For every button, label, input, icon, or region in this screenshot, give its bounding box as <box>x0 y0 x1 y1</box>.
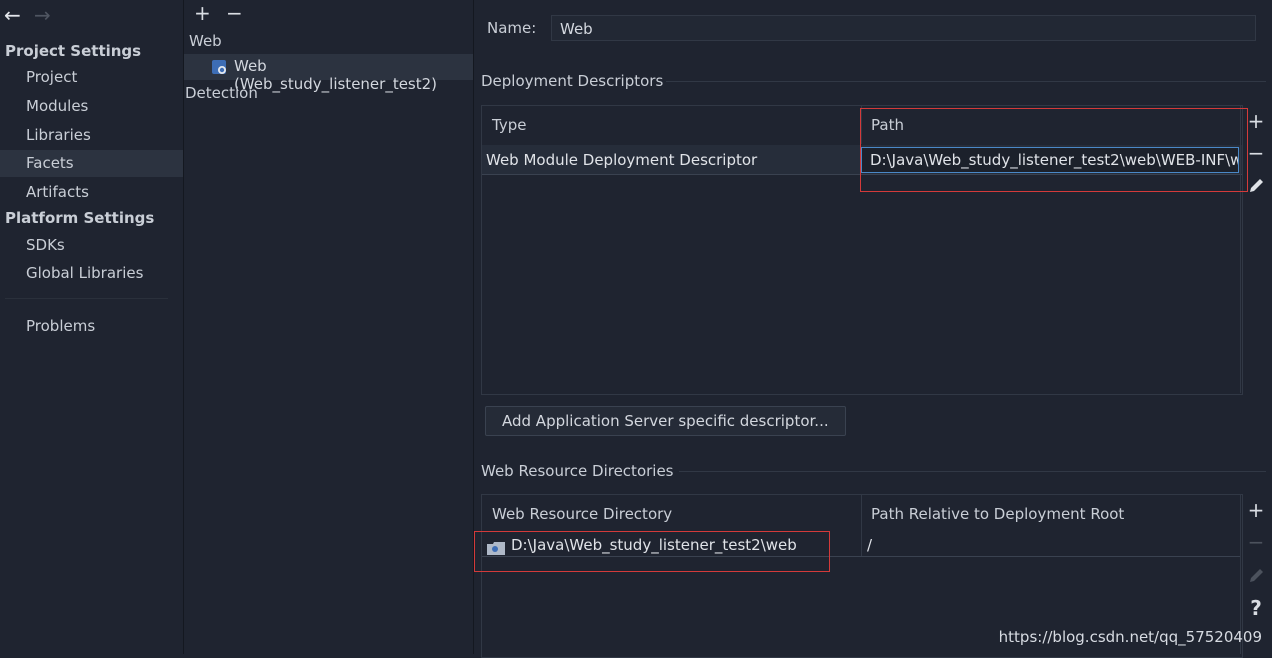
settings-sidebar: ← → Project Settings Project Modules Lib… <box>0 0 184 654</box>
add-descriptor-icon[interactable]: + <box>1247 109 1265 133</box>
name-label: Name: <box>487 19 537 37</box>
column-header-relative-path[interactable]: Path Relative to Deployment Root <box>871 505 1125 523</box>
sidebar-item-libraries[interactable]: Libraries <box>26 126 91 144</box>
help-icon[interactable]: ? <box>1250 596 1262 620</box>
remove-descriptor-icon[interactable]: − <box>1247 141 1265 165</box>
remove-resource-icon[interactable]: − <box>1247 530 1265 554</box>
deployment-heading-rule <box>666 81 1266 82</box>
facet-details-panel: Name: Web Deployment Descriptors Type Pa… <box>474 0 1272 658</box>
sidebar-item-problems[interactable]: Problems <box>26 317 96 335</box>
sidebar-item-artifacts[interactable]: Artifacts <box>26 183 89 201</box>
edit-resource-icon[interactable] <box>1248 566 1266 588</box>
tree-item-web-facet-label: Web (Web_study_listener_test2) <box>234 57 438 93</box>
web-facet-icon <box>212 60 226 74</box>
table-toolbar-divider <box>1240 105 1241 393</box>
sidebar-item-sdks[interactable]: SDKs <box>26 236 65 254</box>
sidebar-item-facets[interactable]: Facets <box>0 150 183 177</box>
add-resource-icon[interactable]: + <box>1247 498 1265 522</box>
web-resource-directories-table: Web Resource Directory Path Relative to … <box>481 494 1243 658</box>
table-row[interactable]: D:\Java\Web_study_listener_test2\web / <box>482 533 1240 557</box>
add-server-descriptor-button[interactable]: Add Application Server specific descript… <box>485 406 846 436</box>
resource-directory-cell: D:\Java\Web_study_listener_test2\web <box>511 536 797 554</box>
sidebar-item-modules[interactable]: Modules <box>26 97 89 115</box>
sidebar-item-global-libraries[interactable]: Global Libraries <box>26 264 144 282</box>
facets-tree-panel: + − Web Web (Web_study_listener_test2) D… <box>184 0 474 654</box>
project-settings-heading: Project Settings <box>5 42 142 60</box>
edit-descriptor-icon[interactable] <box>1248 176 1266 198</box>
column-separator <box>861 106 862 144</box>
forward-arrow-icon[interactable]: → <box>34 3 51 27</box>
highlight-box-directory <box>474 531 830 572</box>
column-header-web-resource-directory[interactable]: Web Resource Directory <box>492 505 673 523</box>
deployment-descriptors-table: Type Path Web Module Deployment Descript… <box>481 105 1243 395</box>
tree-group-web[interactable]: Web <box>189 32 222 50</box>
watermark-text: https://blog.csdn.net/qq_57520409 <box>998 628 1262 646</box>
descriptor-path-input[interactable]: D:\Java\Web_study_listener_test2\web\WEB… <box>861 147 1239 173</box>
highlight-box-path <box>860 108 1248 192</box>
sidebar-divider <box>5 298 168 299</box>
table-row[interactable]: Web Module Deployment Descriptor D:\Java… <box>482 145 1242 175</box>
add-facet-button[interactable]: + <box>194 1 211 25</box>
name-field[interactable]: Web <box>551 15 1256 41</box>
tree-item-detection[interactable]: Detection <box>185 84 258 102</box>
remove-facet-button[interactable]: − <box>226 1 243 25</box>
column-separator <box>861 495 862 557</box>
folder-icon <box>487 538 505 555</box>
tree-item-web-facet[interactable]: Web (Web_study_listener_test2) <box>184 54 473 93</box>
sidebar-item-project[interactable]: Project <box>26 68 78 86</box>
web-resource-directories-heading: Web Resource Directories <box>481 462 674 480</box>
column-header-path[interactable]: Path <box>871 116 904 134</box>
platform-settings-heading: Platform Settings <box>5 209 155 227</box>
descriptor-type-cell: Web Module Deployment Descriptor <box>486 151 758 169</box>
relative-path-cell: / <box>867 536 873 554</box>
column-header-type[interactable]: Type <box>492 116 527 134</box>
back-arrow-icon[interactable]: ← <box>4 3 21 27</box>
table-toolbar-divider <box>1240 494 1241 654</box>
resources-heading-rule <box>679 471 1266 472</box>
deployment-descriptors-heading: Deployment Descriptors <box>481 72 664 90</box>
